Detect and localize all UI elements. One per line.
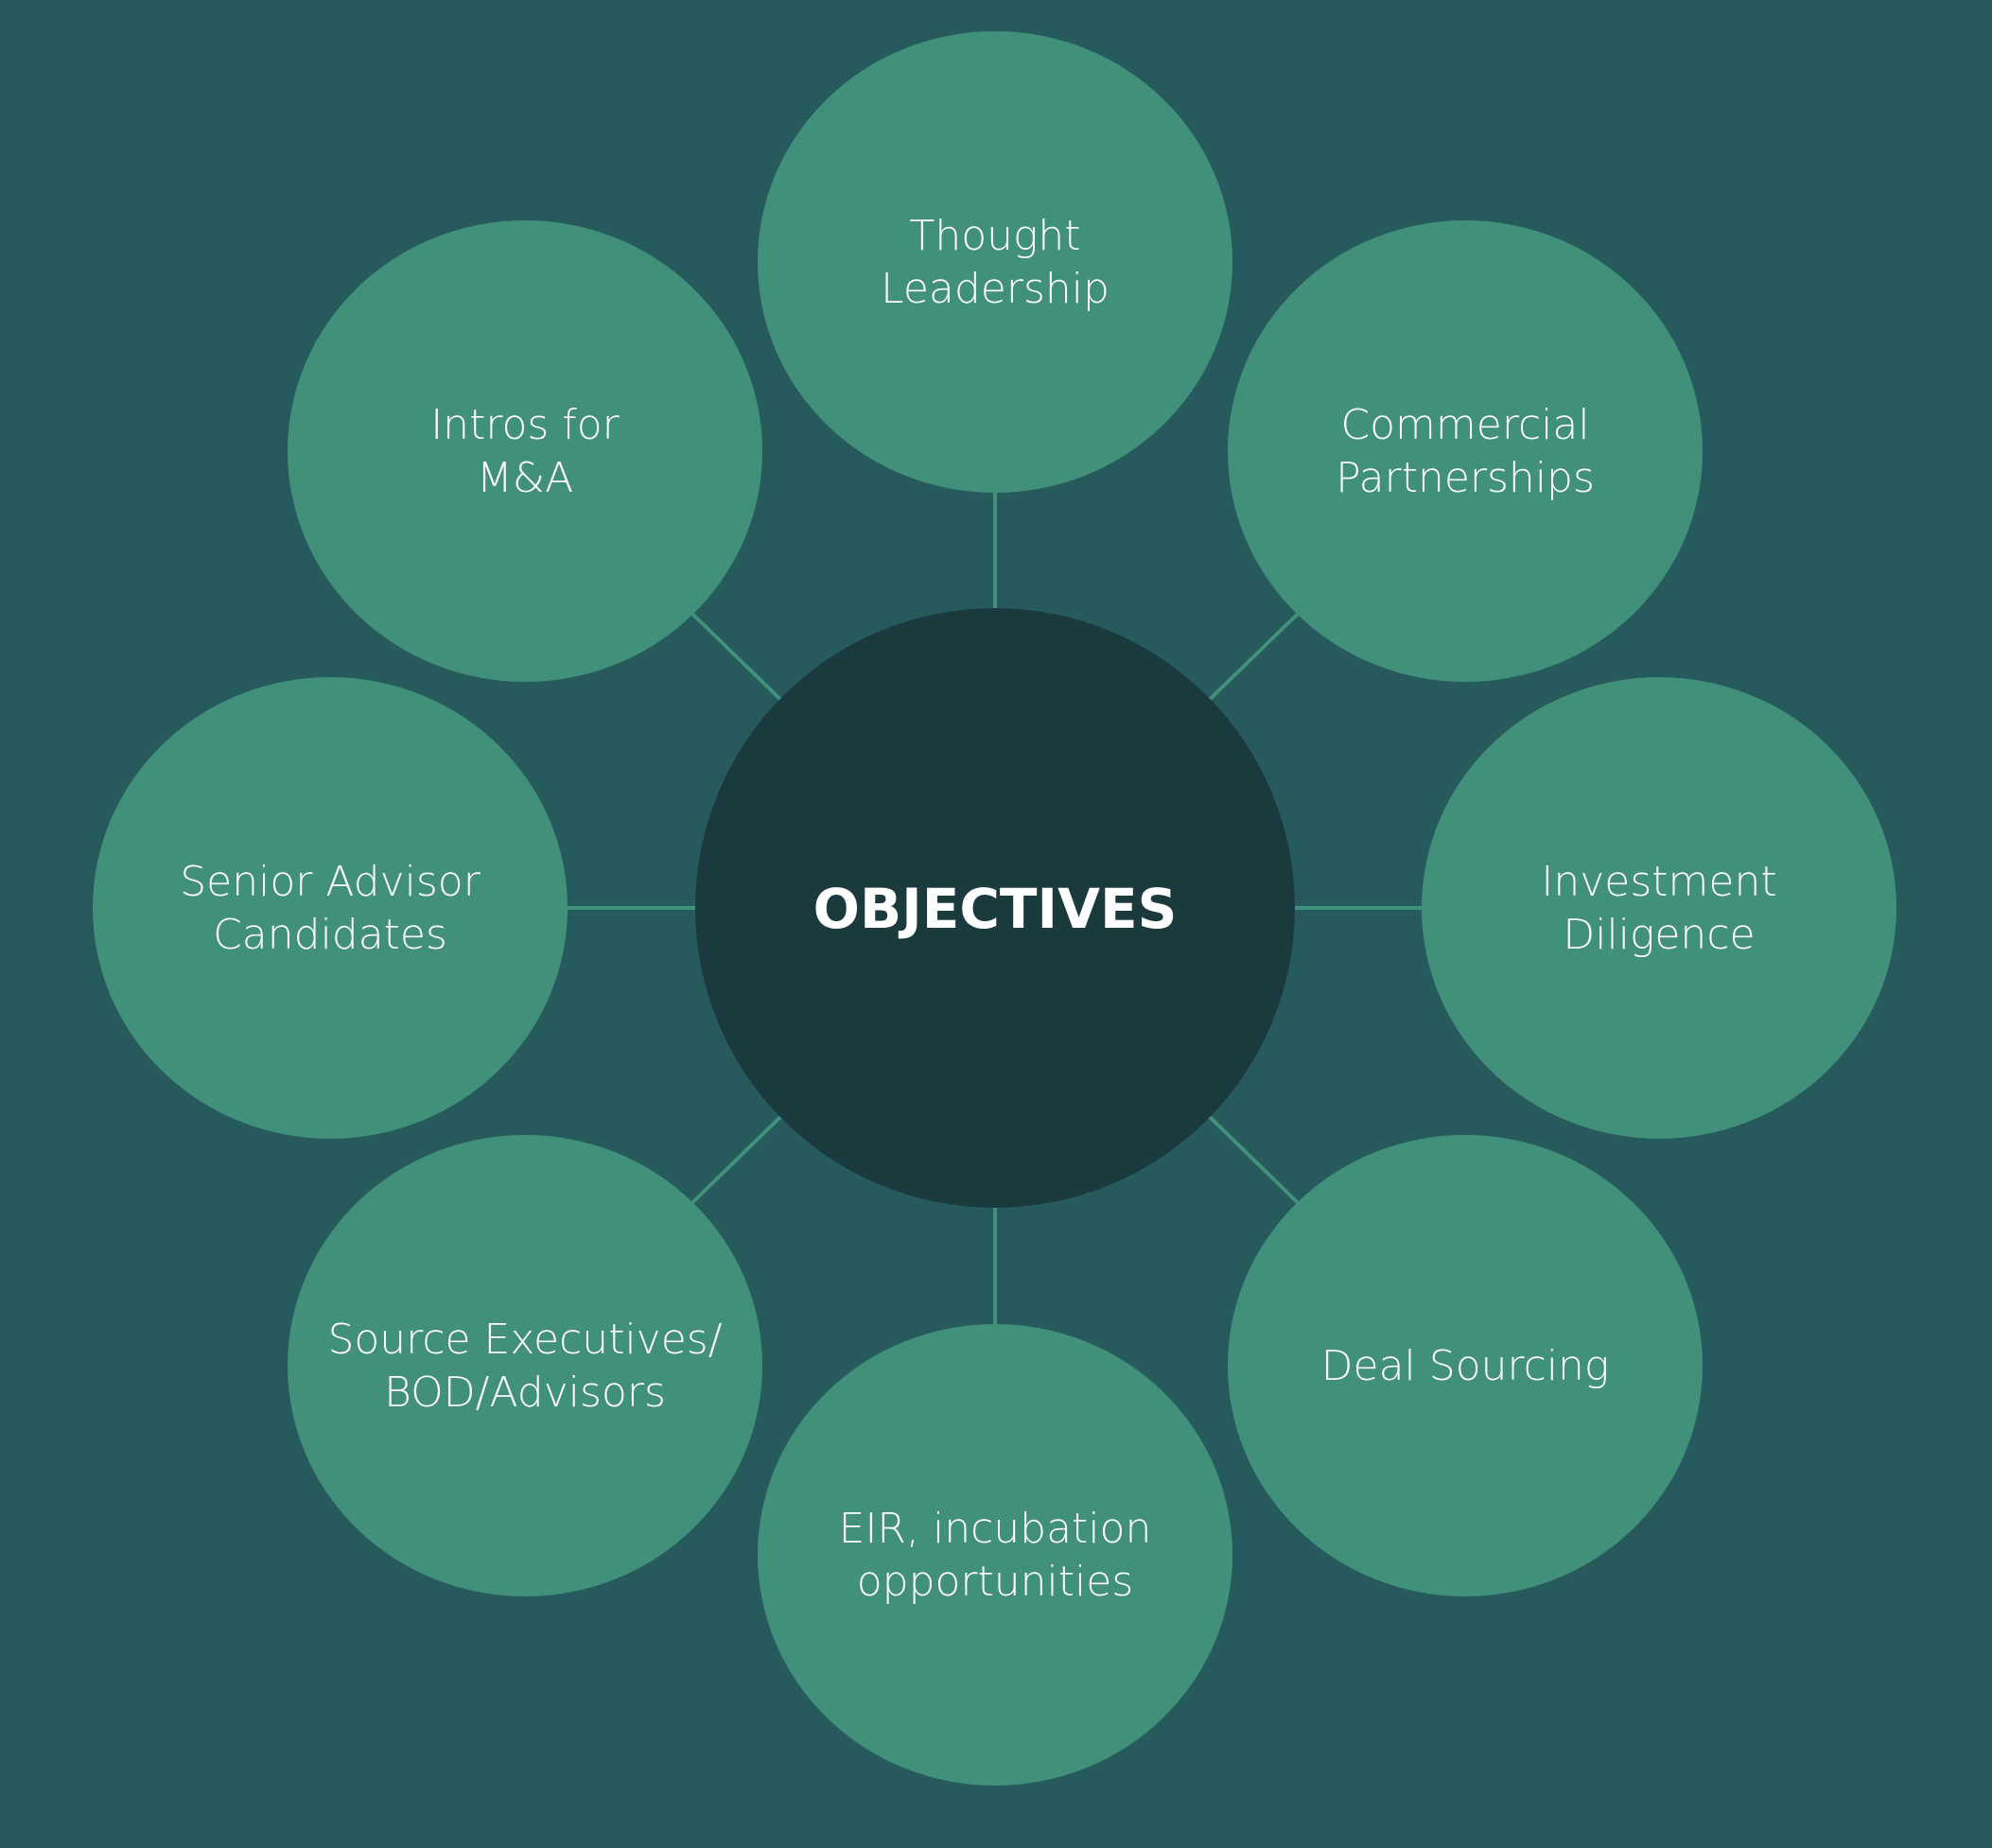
node-circle	[1228, 220, 1703, 682]
node-label-line: Source Executives/	[327, 1316, 722, 1364]
node-circle	[1422, 677, 1896, 1139]
node-label-line: EIR, incubation	[839, 1505, 1152, 1553]
node-label-line: Deal Sourcing	[1321, 1342, 1610, 1390]
center-circle	[695, 608, 1295, 1208]
node-label-line: Partnerships	[1336, 454, 1595, 502]
node-circle	[288, 1135, 762, 1596]
node-circle	[1228, 1135, 1703, 1596]
node-label: Deal Sourcing	[1321, 1342, 1610, 1390]
node-circle	[93, 677, 568, 1139]
node-label: Source Executives/BOD/Advisors	[327, 1316, 722, 1417]
node-label-line: opportunities	[857, 1558, 1134, 1606]
node-source-executives: Source Executives/BOD/Advisors	[288, 1135, 762, 1596]
node-circle	[758, 1324, 1232, 1786]
node-circle	[288, 220, 762, 682]
node-label-line: Thought	[909, 212, 1080, 260]
node-eir-incubation: EIR, incubation opportunities	[758, 1324, 1232, 1786]
center-node: OBJECTIVES	[695, 608, 1295, 1208]
node-label-line: Commercial	[1340, 401, 1589, 449]
node-label-line: Candidates	[213, 911, 447, 959]
node-deal-sourcing: Deal Sourcing	[1228, 1135, 1703, 1596]
node-label-line: Leadership	[881, 265, 1110, 313]
node-label-line: Senior Advisor	[180, 858, 481, 906]
node-label-line: M&A	[477, 454, 573, 502]
node-label-line: Investment	[1541, 858, 1776, 906]
center-label: OBJECTIVES	[813, 877, 1178, 941]
node-label-line: Intros for	[430, 401, 620, 449]
node-label: EIR, incubation opportunities	[839, 1505, 1152, 1606]
node-circle	[758, 31, 1232, 493]
node-label-line: BOD/Advisors	[384, 1369, 666, 1417]
node-label-line: Diligence	[1563, 911, 1755, 959]
